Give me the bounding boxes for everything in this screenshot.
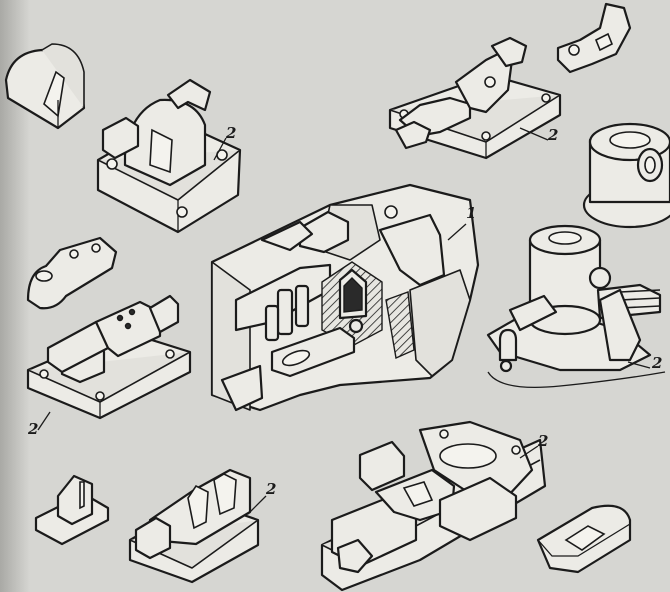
cylinder-clamp-assembly	[486, 224, 666, 389]
callout-plate-2-top-left: 2	[226, 124, 237, 142]
callout-plate-2-left: 2	[28, 420, 39, 438]
angle-bracket-part	[34, 474, 110, 546]
cone-locator-part	[26, 236, 118, 310]
slotted-clamp-block	[128, 468, 260, 584]
half-round-clamp-part	[4, 43, 86, 130]
double-clamp-fixture	[26, 294, 192, 420]
callout-plate-2-bottom-left: 2	[266, 480, 277, 498]
spool-cylinder-part	[582, 122, 670, 229]
leader-lines	[37, 127, 651, 515]
callout-plate-2-bottom-right: 2	[538, 432, 549, 450]
rounded-pad-part	[536, 504, 632, 574]
bracket-fixture-on-plate	[96, 78, 242, 234]
hook-lever-part	[556, 2, 632, 74]
vise-fixture-bottom-center	[320, 420, 547, 592]
callout-assembly-1: 1	[466, 204, 477, 222]
callout-plate-2-right: 2	[652, 354, 663, 372]
callout-plate-2-top-right: 2	[548, 126, 559, 144]
plate-fixture-top-right	[388, 36, 562, 160]
main-fixture-assembly	[210, 183, 480, 412]
